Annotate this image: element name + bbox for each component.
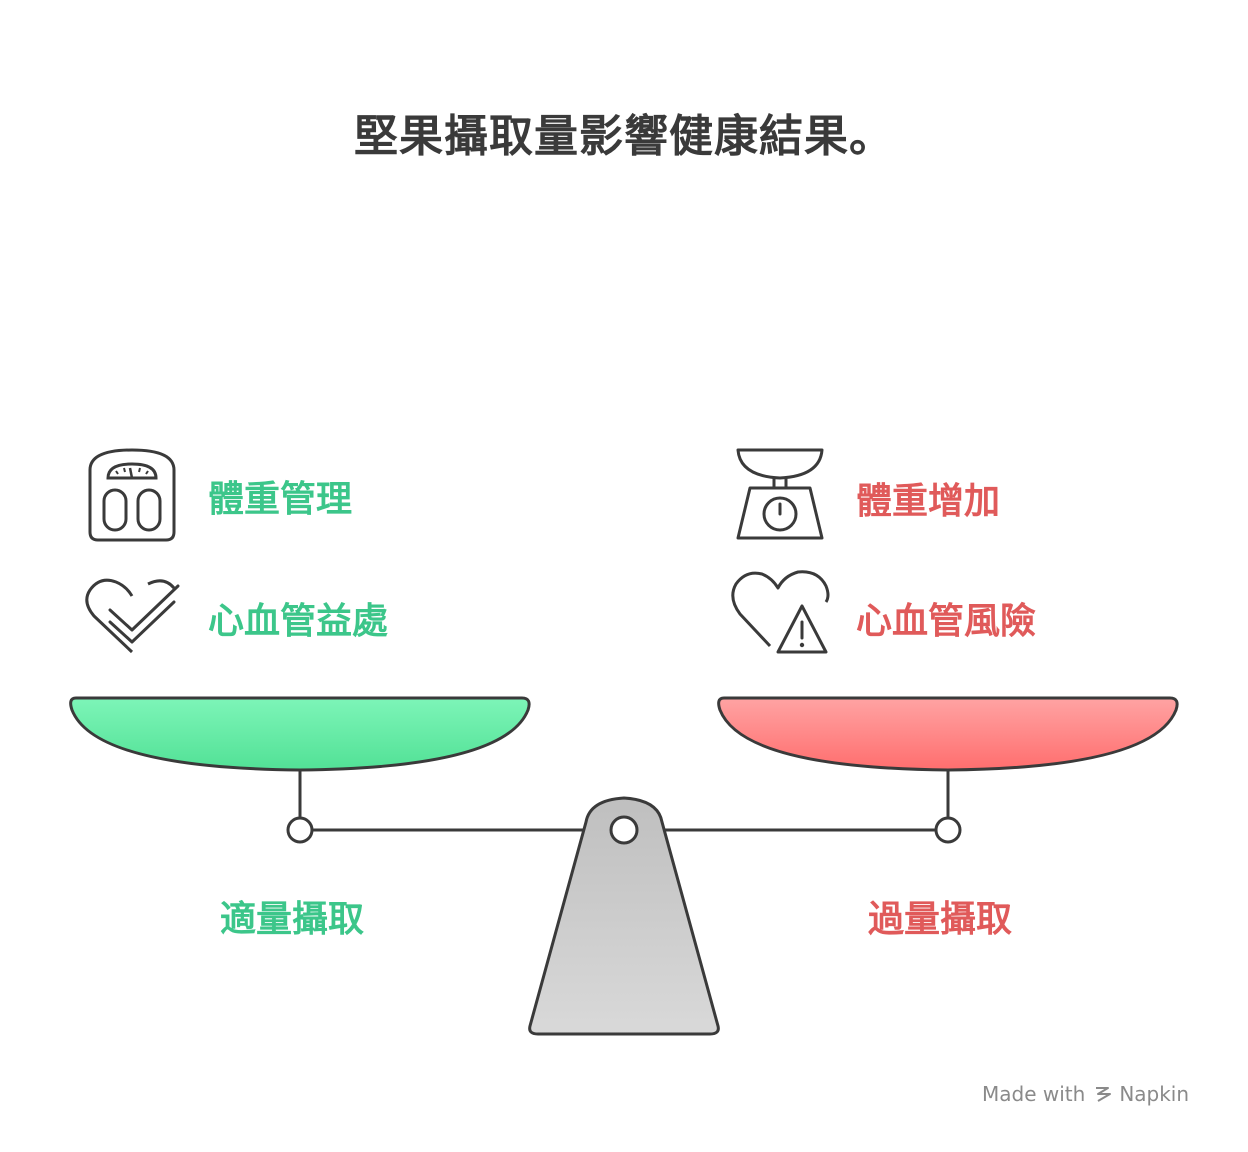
page-title: 堅果攝取量影響健康結果。: [354, 111, 894, 162]
pivot: [609, 815, 639, 845]
cardio-risk-label: 心血管風險: [856, 601, 1037, 642]
napkin-brand: Napkin: [1093, 1082, 1189, 1106]
right-joint: [934, 816, 962, 844]
made-with-text: Made with: [982, 1082, 1086, 1106]
napkin-logo-icon: [1096, 1087, 1112, 1102]
right-pan: [717, 696, 1179, 772]
excess-intake-caption: 過量攝取: [868, 899, 1013, 940]
weight-gain-label: 體重增加: [856, 481, 1001, 522]
left-pan: [69, 696, 531, 772]
footer-attribution: Made with Napkin: [982, 1082, 1189, 1106]
napkin-brand-text: Napkin: [1119, 1082, 1190, 1106]
left-joint: [286, 816, 314, 844]
kitchen-scale-icon: [734, 446, 826, 548]
heart-check-icon: [82, 574, 182, 660]
fulcrum: [528, 796, 720, 1036]
heart-warning-icon: [730, 566, 830, 662]
weight-management-label: 體重管理: [208, 479, 353, 520]
bathroom-scale-icon: [84, 446, 180, 548]
cardio-benefit-label: 心血管益處: [208, 601, 389, 642]
moderate-intake-caption: 適量攝取: [220, 899, 365, 940]
